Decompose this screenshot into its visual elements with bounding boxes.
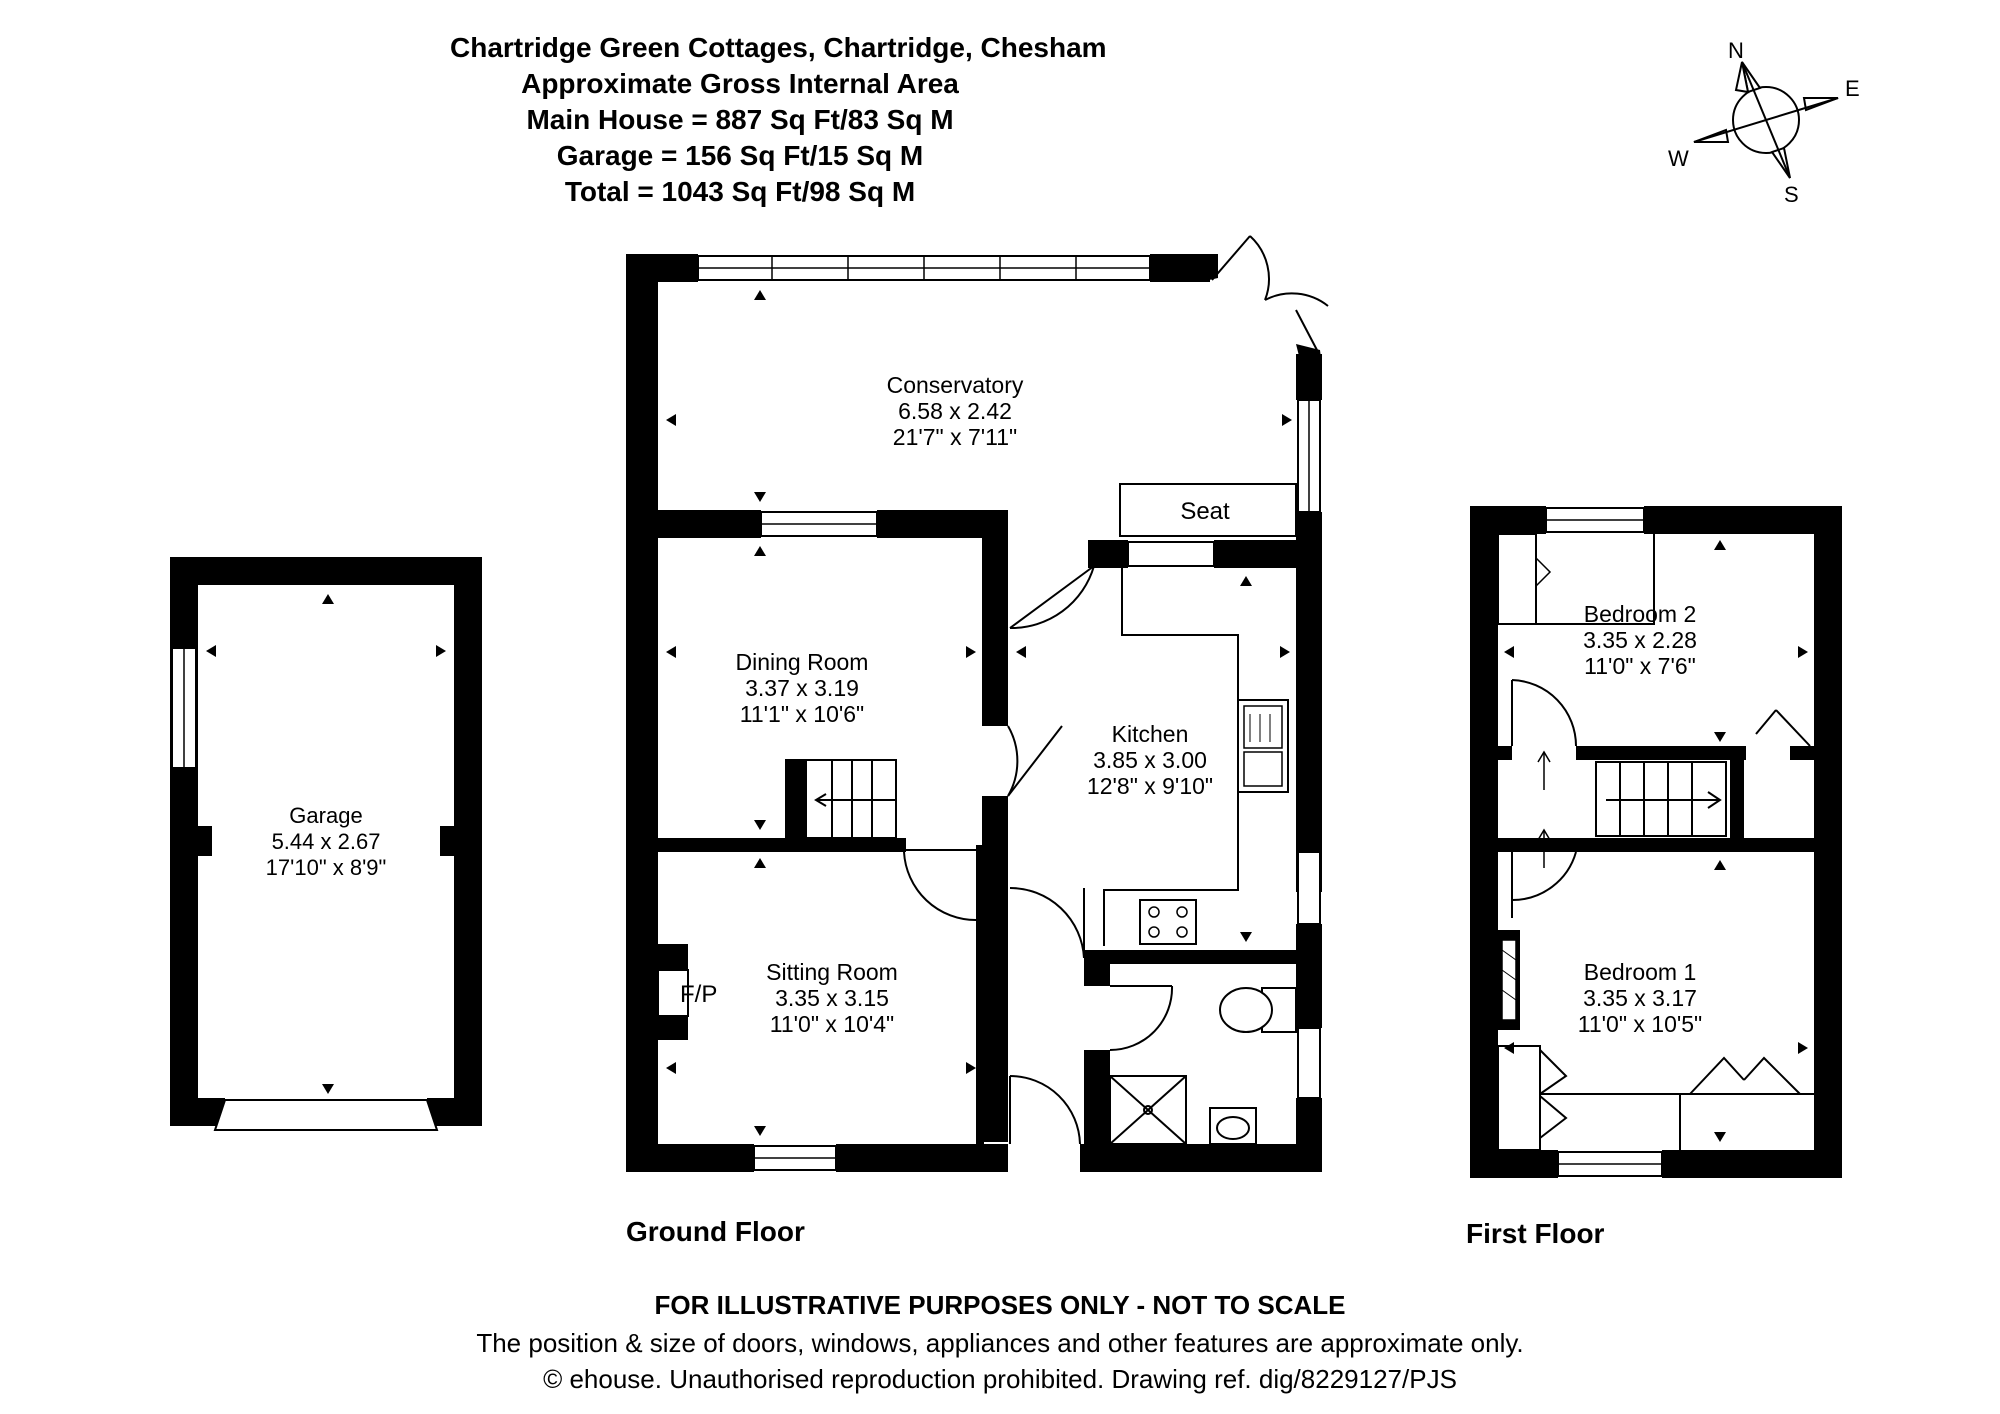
compass-w: W bbox=[1668, 146, 1689, 171]
seat-label: Seat bbox=[1180, 498, 1230, 525]
compass-icon: N E S W bbox=[1668, 38, 1860, 207]
garage-metric: 5.44 x 2.67 bbox=[272, 829, 381, 854]
header: Chartridge Green Cottages, Chartridge, C… bbox=[450, 30, 1107, 210]
garage-name: Garage bbox=[289, 803, 362, 828]
garage-door bbox=[213, 1099, 439, 1131]
basin bbox=[1209, 1107, 1257, 1145]
seat bbox=[1119, 483, 1297, 537]
kitchen-name: Kitchen bbox=[1112, 721, 1189, 747]
sitting-imperial: 11'0" x 10'4" bbox=[770, 1011, 894, 1037]
fireplace-label: F/P bbox=[680, 981, 717, 1008]
total-area: Total = 1043 Sq Ft/98 Sq M bbox=[564, 176, 916, 207]
bedroom2-metric: 3.35 x 2.28 bbox=[1583, 627, 1697, 653]
approximate-note: The position & size of doors, windows, a… bbox=[476, 1328, 1524, 1358]
conservatory-name: Conservatory bbox=[887, 372, 1024, 398]
garage-plan: Garage 5.44 x 2.67 17'10" x 8'9" bbox=[170, 557, 482, 1131]
gf-wall-east bbox=[1296, 512, 1322, 892]
dining-metric: 3.37 x 3.19 bbox=[745, 675, 859, 701]
garage-wall-bottom-right bbox=[427, 1098, 482, 1126]
ff-wall-east bbox=[1814, 506, 1842, 1178]
sitting-metric: 3.35 x 3.15 bbox=[775, 985, 889, 1011]
garage-wall-bottom-left bbox=[170, 1098, 225, 1126]
bedroom2-name: Bedroom 2 bbox=[1584, 601, 1697, 627]
ground-floor-plan: Seat bbox=[626, 235, 1329, 1172]
disclaimer: FOR ILLUSTRATIVE PURPOSES ONLY - NOT TO … bbox=[654, 1290, 1346, 1320]
first-floor-label: First Floor bbox=[1466, 1218, 1605, 1249]
garage-wall-left bbox=[170, 557, 198, 1126]
ground-floor-label: Ground Floor bbox=[626, 1216, 805, 1247]
copyright: © ehouse. Unauthorised reproduction proh… bbox=[543, 1364, 1457, 1394]
property-title: Chartridge Green Cottages, Chartridge, C… bbox=[450, 32, 1107, 63]
conservatory-imperial: 21'7" x 7'11" bbox=[893, 424, 1017, 450]
ff-wall-west bbox=[1470, 506, 1498, 1178]
bedroom1-metric: 3.35 x 3.17 bbox=[1583, 985, 1697, 1011]
stairs-first bbox=[1595, 761, 1727, 837]
bedroom1-imperial: 11'0" x 10'5" bbox=[1578, 1011, 1702, 1037]
main-house-area: Main House = 887 Sq Ft/83 Sq M bbox=[526, 104, 954, 135]
conservatory-metric: 6.58 x 2.42 bbox=[898, 398, 1012, 424]
conservatory-doors bbox=[1211, 235, 1329, 353]
dining-name: Dining Room bbox=[736, 649, 869, 675]
compass-n: N bbox=[1728, 38, 1744, 63]
garage-imperial: 17'10" x 8'9" bbox=[266, 855, 387, 880]
bedroom1-name: Bedroom 1 bbox=[1584, 959, 1697, 985]
shower bbox=[1109, 1075, 1187, 1145]
bedroom2-imperial: 11'0" x 7'6" bbox=[1584, 653, 1696, 679]
sitting-name: Sitting Room bbox=[766, 959, 898, 985]
kitchen-metric: 3.85 x 3.00 bbox=[1093, 747, 1207, 773]
stairs-ground bbox=[785, 759, 897, 839]
hob bbox=[1139, 899, 1197, 945]
garage-wall-right bbox=[454, 557, 482, 1126]
toilet bbox=[1219, 987, 1297, 1033]
compass-e: E bbox=[1845, 76, 1860, 101]
kitchen-imperial: 12'8" x 9'10" bbox=[1087, 773, 1213, 799]
dining-imperial: 11'1" x 10'6" bbox=[740, 701, 864, 727]
dining-kitchen-wall bbox=[982, 566, 1008, 726]
first-floor-plan: Bedroom 2 3.35 x 2.28 11'0" x 7'6" Bedro… bbox=[1470, 506, 1842, 1178]
gf-wall-west bbox=[626, 254, 658, 1172]
kitchen-window-top bbox=[1127, 541, 1215, 567]
compass-s: S bbox=[1784, 182, 1799, 207]
area-title: Approximate Gross Internal Area bbox=[521, 68, 959, 99]
garage-wall-top bbox=[170, 557, 482, 585]
garage-area: Garage = 156 Sq Ft/15 Sq M bbox=[556, 140, 924, 171]
